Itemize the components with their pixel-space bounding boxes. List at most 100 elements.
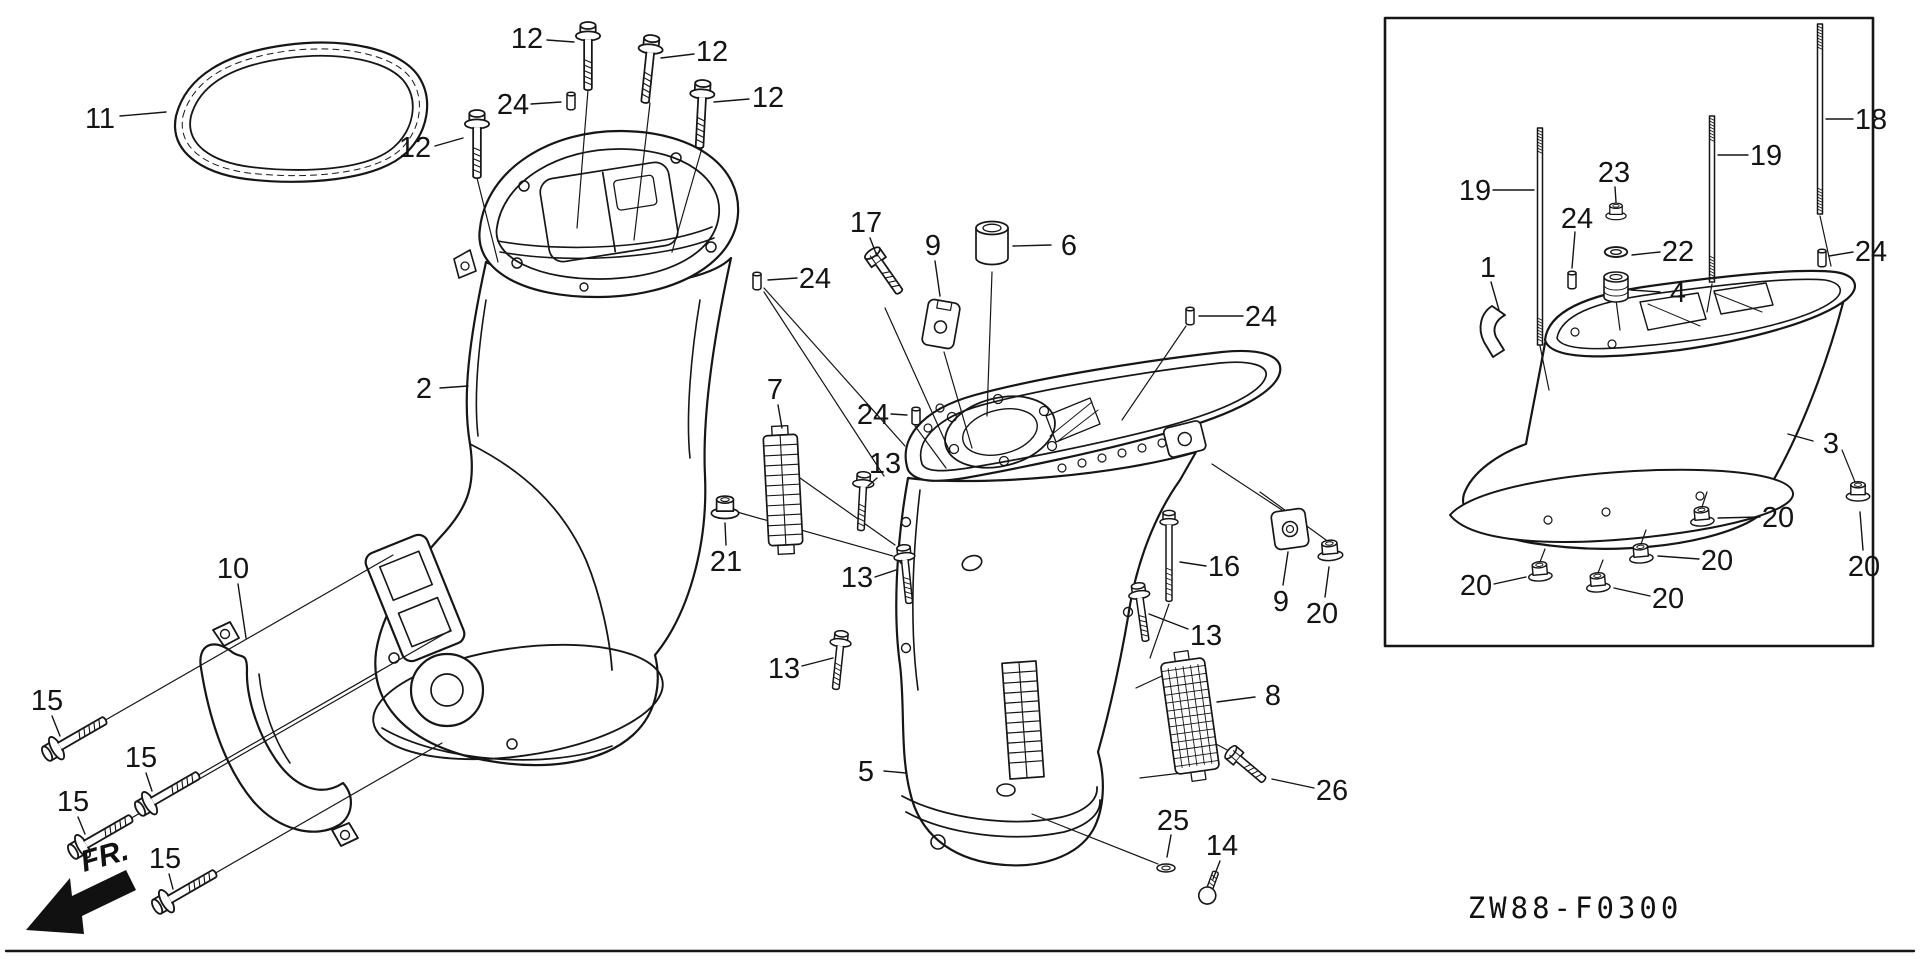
callout-label-20: 20: [1460, 570, 1492, 602]
callout-label-17: 17: [850, 207, 882, 239]
callout-leader-11: [119, 111, 167, 117]
pin-24-f: [1816, 248, 1828, 268]
callout-label-2: 2: [416, 373, 432, 405]
callout-label-5: 5: [858, 756, 874, 788]
callout-leader-21: [724, 522, 727, 546]
nut-21: [710, 494, 740, 520]
callout-label-8: 8: [1265, 680, 1281, 712]
callout-label-1: 1: [1480, 252, 1496, 284]
callout-label-20: 20: [1848, 551, 1880, 583]
callout-label-12: 12: [399, 132, 431, 164]
rubber-mount-9-lower: [1270, 507, 1310, 551]
callout-label-7: 7: [767, 374, 783, 406]
callout-leader-26: [1271, 778, 1315, 789]
callout-label-24: 24: [497, 89, 529, 121]
callout-leader-20: [1717, 516, 1761, 519]
bolt-17: [861, 243, 909, 299]
bushing-6: [975, 220, 1009, 266]
bushing-4: [1603, 271, 1629, 303]
diagram-code: ZW88-F0300: [1468, 891, 1683, 925]
callout-label-15: 15: [31, 685, 63, 717]
callout-leader-23: [1614, 186, 1617, 203]
fastener-parts: [36, 20, 1871, 921]
callout-leader-13: [867, 477, 878, 487]
callout-leader-13: [801, 657, 834, 667]
gear-case-drawing: [895, 349, 1282, 867]
pin-24-e: [1566, 270, 1578, 290]
callout-label-21: 21: [710, 546, 742, 578]
screw-14: [1197, 870, 1219, 905]
nut-20-e: [1845, 480, 1871, 502]
callout-leader-5: [883, 770, 907, 774]
callout-label-24: 24: [1855, 236, 1887, 268]
stud-18: [1816, 23, 1824, 215]
callout-leader-25: [1166, 834, 1172, 858]
callout-leader-13: [1148, 613, 1189, 630]
callout-leader-24: [1828, 251, 1854, 257]
clip-1: [1479, 305, 1506, 358]
nut-20-middle: [1315, 538, 1345, 563]
callout-label-19: 19: [1750, 140, 1782, 172]
callout-label-4: 4: [1670, 277, 1686, 309]
stud-19-left: [1536, 127, 1544, 346]
callout-label-9: 9: [925, 230, 941, 262]
fr-arrow-icon: [26, 870, 136, 934]
callout-leader-14: [1212, 860, 1221, 880]
pin-24-b: [751, 271, 763, 291]
callout-label-24: 24: [1245, 301, 1277, 333]
callout-leader-24: [1571, 231, 1576, 269]
callout-label-12: 12: [696, 36, 728, 68]
callout-leader-22: [1631, 251, 1661, 256]
callout-label-12: 12: [752, 82, 784, 114]
callout-leader-6: [1012, 244, 1052, 247]
callout-leader-12: [434, 137, 464, 147]
callout-leader-9: [1282, 551, 1289, 586]
callout-leader-20: [1493, 576, 1527, 585]
callout-leader-12: [546, 39, 575, 43]
grille-7: [762, 424, 804, 556]
callout-label-6: 6: [1061, 230, 1077, 262]
callout-label-11: 11: [85, 103, 115, 135]
callout-label-24: 24: [799, 263, 831, 295]
nut-20-d: [1584, 570, 1612, 594]
bolt-16: [1159, 509, 1179, 603]
callout-leader-4: [1630, 289, 1661, 293]
pin-24-d: [910, 406, 922, 426]
callout-leader-20: [1324, 566, 1330, 598]
bolt-13-a: [849, 470, 876, 533]
callout-label-16: 16: [1208, 551, 1240, 583]
pin-24-a: [565, 91, 577, 111]
callout-label-20: 20: [1652, 583, 1684, 615]
nut-23: [1605, 202, 1627, 221]
callout-leader-3: [1787, 433, 1814, 442]
bolt-13-d: [1126, 580, 1158, 644]
callout-label-19: 19: [1459, 175, 1491, 207]
callout-label-13: 13: [869, 448, 901, 480]
callout-leader-13: [874, 569, 897, 578]
bolt-26: [1221, 742, 1271, 788]
callout-leader-8: [1216, 696, 1256, 703]
callout-leader-15: [145, 772, 153, 792]
callout-label-14: 14: [1206, 830, 1238, 862]
callout-leader-20: [1613, 587, 1651, 597]
bolt-12-a: [574, 20, 602, 92]
callout-label-9: 9: [1273, 586, 1289, 618]
callout-leader-7: [777, 404, 783, 429]
callout-label-24: 24: [1561, 203, 1593, 235]
callout-leader-24: [767, 277, 798, 281]
callout-label-18: 18: [1855, 104, 1887, 136]
callout-label-20: 20: [1306, 598, 1338, 630]
callout-leader-24: [890, 413, 908, 416]
callout-leader-12: [713, 98, 750, 103]
rubber-mount-9-upper: [921, 298, 961, 350]
callout-label-25: 25: [1157, 805, 1189, 837]
callout-label-10: 10: [217, 553, 249, 585]
callout-label-13: 13: [768, 653, 800, 685]
bolt-12-c: [686, 78, 717, 150]
bolt-15-a: [36, 707, 114, 768]
callout-leader-15: [168, 873, 174, 890]
callout-leader-10: [237, 583, 247, 639]
callout-leader-20: [1859, 511, 1864, 551]
